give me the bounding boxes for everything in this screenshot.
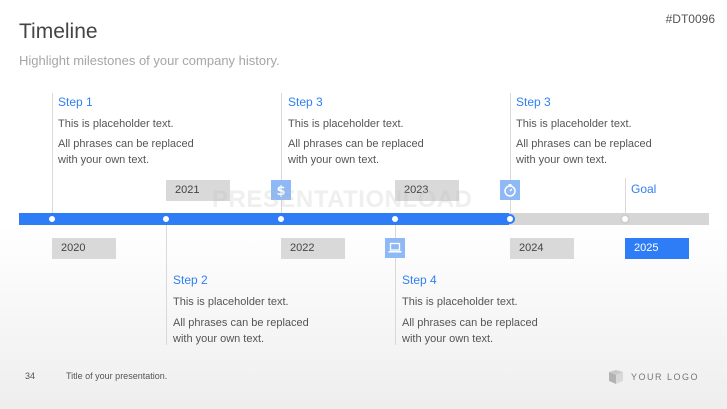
step-title: Step 3 (288, 95, 323, 109)
step-text: All phrases can be replaced (402, 317, 538, 329)
goal-label: Goal (631, 182, 657, 196)
watermark: PRESENTATIONLOAD (212, 186, 473, 213)
step-text: with your own text. (173, 333, 265, 345)
page-subtitle: Highlight milestones of your company his… (19, 53, 280, 68)
connector-step-3b (510, 93, 511, 218)
stopwatch-icon (500, 180, 520, 200)
milestone-dot (276, 214, 286, 224)
connector-step-4 (395, 220, 396, 345)
step-title: Step 2 (173, 273, 208, 287)
year-label-2023: 2023 (395, 180, 459, 201)
presentation-title: Title of your presentation. (66, 371, 168, 381)
step-text: All phrases can be replaced (288, 138, 424, 150)
step-text: This is placeholder text. (402, 296, 518, 308)
year-label-2021: 2021 (166, 180, 230, 201)
logo-text: YOUR LOGO (631, 372, 700, 382)
milestone-dot (47, 214, 57, 224)
document-id: #DT0096 (665, 12, 715, 26)
connector-step-2 (166, 220, 167, 345)
step-text: All phrases can be replaced (516, 138, 652, 150)
step-text: This is placeholder text. (288, 118, 404, 130)
connector-step-3a (281, 93, 282, 218)
connector-step-1 (52, 93, 53, 218)
year-label-2022: 2022 (281, 238, 345, 259)
step-text: This is placeholder text. (58, 118, 174, 130)
step-text: with your own text. (58, 154, 150, 166)
timeline-progress (19, 213, 509, 225)
step-title: Step 4 (402, 273, 437, 287)
milestone-dot (390, 214, 400, 224)
step-text: This is placeholder text. (516, 118, 632, 130)
logo-icon (607, 369, 625, 390)
laptop-icon (385, 238, 405, 258)
page-number: 34 (25, 371, 36, 381)
milestone-dot (620, 214, 630, 224)
step-text: All phrases can be replaced (173, 317, 309, 329)
step-title: Step 3 (516, 95, 551, 109)
milestone-dot (505, 214, 515, 224)
step-text: with your own text. (402, 333, 494, 345)
step-text: with your own text. (516, 154, 608, 166)
year-label-2024: 2024 (510, 238, 574, 259)
step-text: with your own text. (288, 154, 380, 166)
step-text: All phrases can be replaced (58, 138, 194, 150)
step-title: Step 1 (58, 95, 93, 109)
year-label-2020: 2020 (52, 238, 116, 259)
milestone-dot (161, 214, 171, 224)
year-label-2025: 2025 (625, 238, 689, 259)
step-text: This is placeholder text. (173, 296, 289, 308)
dollar-icon: $ (271, 180, 291, 200)
connector-goal (625, 178, 626, 218)
page-title: Timeline (19, 20, 98, 43)
svg-text:$: $ (276, 184, 285, 197)
